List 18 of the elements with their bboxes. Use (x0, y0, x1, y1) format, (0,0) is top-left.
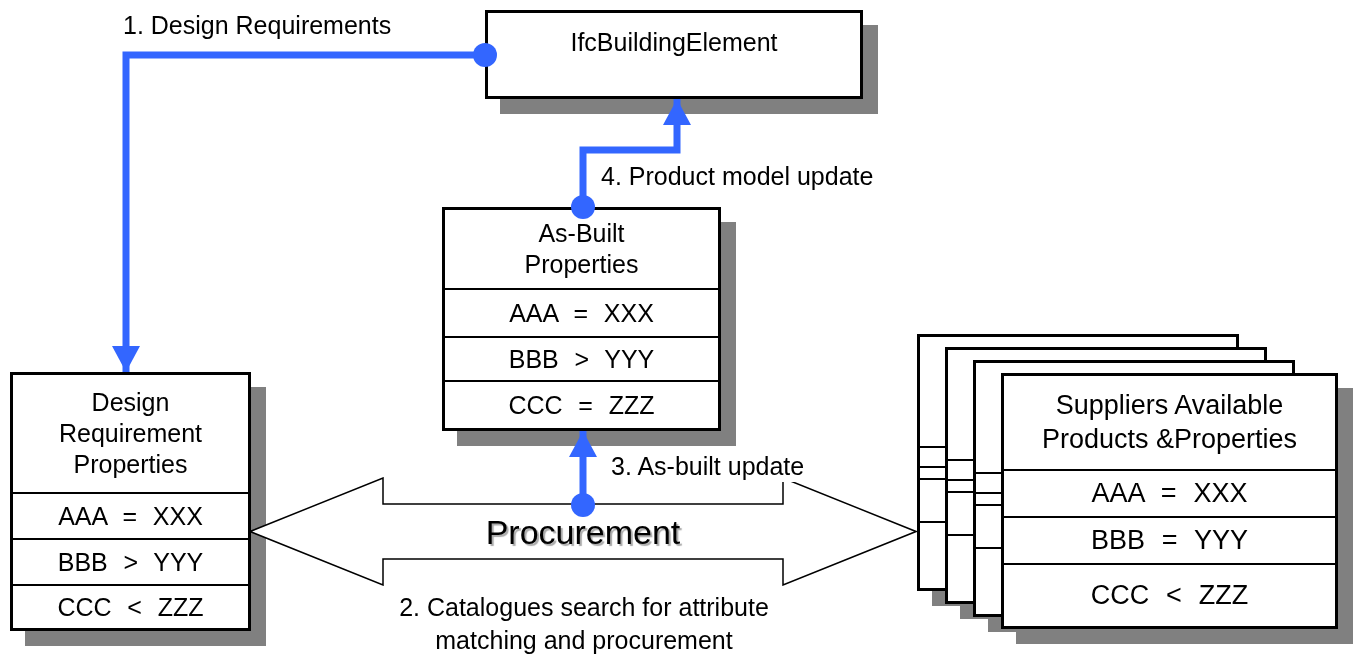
table-header: As-Built Properties (523, 217, 640, 280)
property-row: AAA = XXX (13, 492, 248, 538)
property-row: AAA = XXX (1004, 469, 1335, 516)
connector-arrow (571, 99, 691, 219)
property-row: BBB > YYY (445, 336, 718, 380)
property-row: CCC < ZZZ (13, 584, 248, 628)
property-row: AAA = XXX (445, 288, 718, 336)
property-row: CCC < ZZZ (1004, 563, 1335, 626)
property-row: BBB = YYY (1004, 516, 1335, 563)
class-name: IfcBuildingElement (569, 27, 779, 58)
caption-text: 2. Catalogues search for attribute matching and procurement (398, 592, 770, 656)
arrow-label: Procurement (485, 512, 681, 551)
property-row: BBB > YYY (13, 538, 248, 584)
property-row: CCC = ZZZ (445, 380, 718, 428)
connector-arrow (569, 431, 597, 517)
table-header: Suppliers Available Products &Properties (1040, 388, 1299, 456)
connector-arrow (112, 43, 497, 372)
table-header: Design Requirement Properties (57, 386, 204, 481)
